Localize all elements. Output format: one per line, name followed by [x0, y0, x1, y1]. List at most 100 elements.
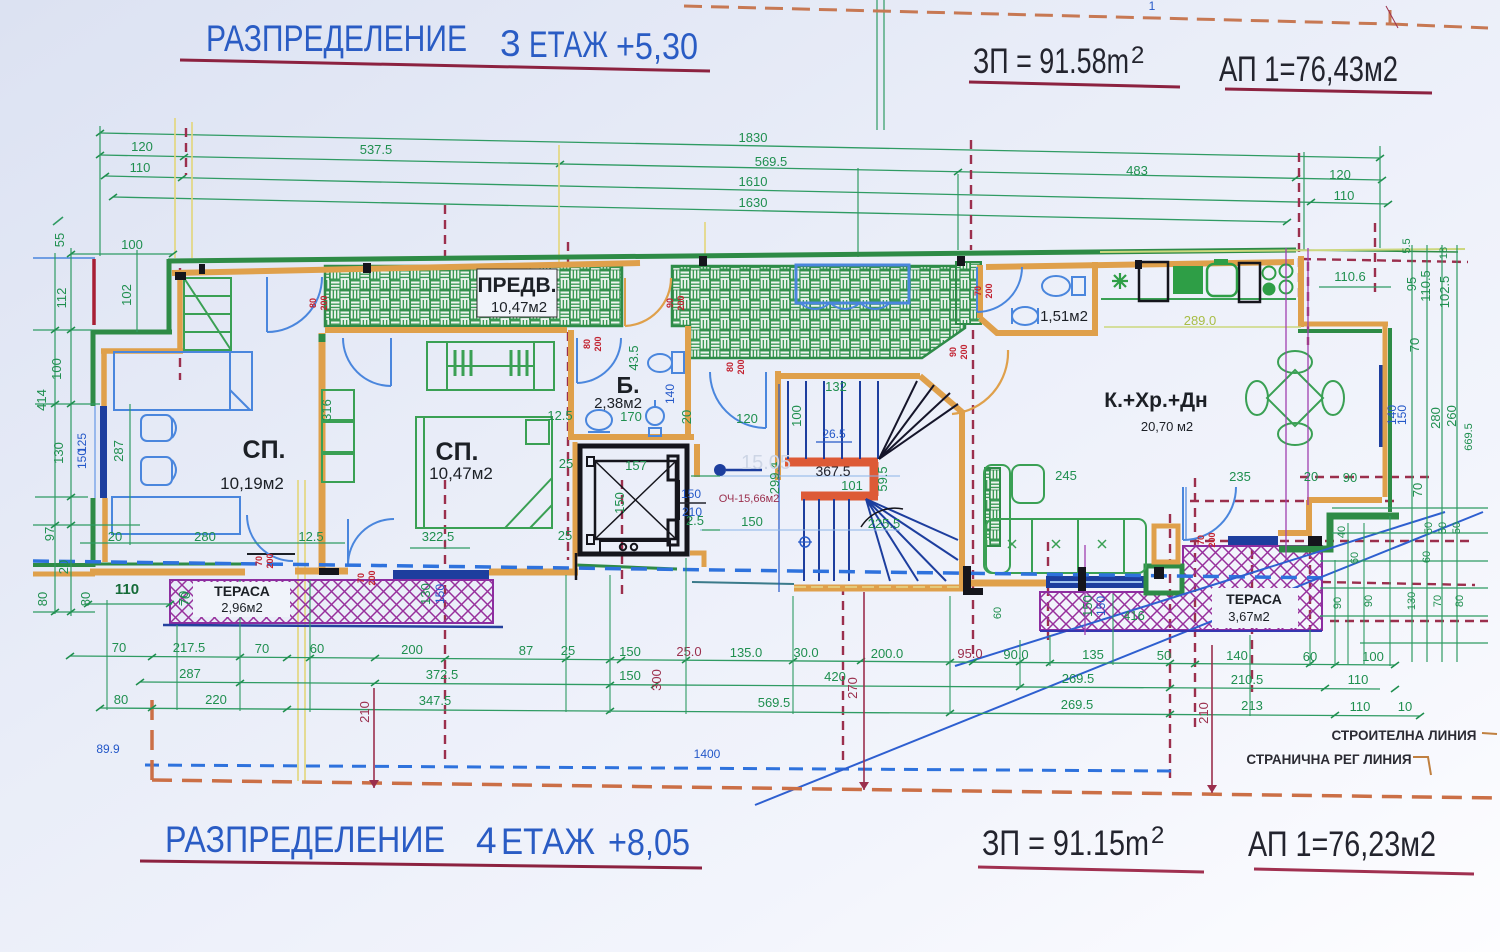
- svg-text:К.+Хр.+Дн: К.+Хр.+Дн: [1104, 389, 1208, 412]
- svg-text:367.5: 367.5: [815, 463, 850, 479]
- svg-text:+8,05: +8,05: [608, 822, 690, 863]
- svg-text:483: 483: [1126, 163, 1148, 178]
- svg-text:СТРОИТЕЛНА ЛИНИЯ: СТРОИТЕЛНА ЛИНИЯ: [1332, 728, 1477, 743]
- svg-text:217.5: 217.5: [173, 640, 206, 655]
- svg-text:213: 213: [1241, 698, 1263, 713]
- svg-text:80: 80: [308, 298, 318, 308]
- svg-text:1400: 1400: [694, 747, 721, 761]
- svg-text:70: 70: [356, 573, 366, 583]
- svg-text:РАЗПРЕДЕЛЕНИЕ: РАЗПРЕДЕЛЕНИЕ: [206, 18, 467, 59]
- svg-text:200.0: 200.0: [871, 646, 904, 661]
- svg-text:287: 287: [111, 440, 126, 462]
- svg-text:100: 100: [1362, 649, 1384, 664]
- svg-text:50: 50: [1437, 522, 1449, 534]
- svg-text:ОЧ-15,66м2: ОЧ-15,66м2: [719, 493, 780, 505]
- svg-text:12.5: 12.5: [547, 408, 572, 423]
- svg-text:25: 25: [558, 528, 572, 543]
- svg-text:30.0: 30.0: [793, 645, 818, 660]
- svg-text:200: 200: [736, 359, 746, 374]
- svg-text:140: 140: [1226, 648, 1248, 663]
- svg-text:15.05: 15.05: [741, 452, 791, 474]
- svg-text:200: 200: [1207, 532, 1217, 547]
- svg-text:1610: 1610: [739, 174, 768, 189]
- svg-text:150: 150: [741, 514, 763, 529]
- svg-text:80: 80: [78, 592, 93, 606]
- svg-text:80: 80: [725, 362, 735, 372]
- svg-text:20: 20: [1304, 469, 1318, 484]
- svg-text:5.5: 5.5: [1401, 238, 1413, 253]
- svg-text:90.0: 90.0: [1003, 647, 1028, 662]
- svg-text:70: 70: [255, 641, 269, 656]
- svg-text:200: 200: [984, 283, 994, 298]
- svg-text:АП 1=76,23м2: АП 1=76,23м2: [1248, 825, 1436, 864]
- svg-text:70: 70: [1407, 338, 1422, 352]
- svg-text:80: 80: [582, 339, 592, 349]
- svg-text:2: 2: [1151, 822, 1164, 849]
- svg-text:60: 60: [992, 607, 1004, 619]
- svg-text:269.5: 269.5: [1061, 697, 1094, 712]
- svg-text:569.5: 569.5: [755, 154, 788, 169]
- svg-text:90: 90: [948, 347, 958, 357]
- svg-text:416: 416: [1123, 608, 1145, 623]
- svg-text:569.5: 569.5: [758, 695, 791, 710]
- svg-text:50: 50: [1451, 522, 1463, 534]
- svg-text:150: 150: [619, 668, 641, 683]
- svg-text:95: 95: [1404, 277, 1419, 291]
- svg-text:70: 70: [1432, 595, 1444, 607]
- svg-text:25: 25: [559, 456, 573, 471]
- svg-text:130: 130: [51, 442, 66, 464]
- svg-text:СТРАНИЧНА РЕГ ЛИНИЯ: СТРАНИЧНА РЕГ ЛИНИЯ: [1246, 752, 1411, 767]
- svg-text:112: 112: [54, 288, 69, 309]
- svg-text:СП.: СП.: [243, 436, 286, 464]
- svg-text:102: 102: [119, 284, 134, 306]
- svg-text:90: 90: [1343, 470, 1357, 485]
- svg-text:372.5: 372.5: [426, 667, 459, 682]
- svg-text:50: 50: [1157, 648, 1171, 663]
- svg-text:132: 132: [825, 379, 847, 394]
- svg-text:150: 150: [1395, 405, 1409, 425]
- svg-text:235: 235: [1229, 469, 1251, 484]
- svg-text:140: 140: [1385, 405, 1399, 425]
- svg-text:300: 300: [649, 669, 664, 691]
- svg-text:90: 90: [1363, 595, 1375, 607]
- svg-text:420: 420: [824, 669, 846, 684]
- svg-text:200: 200: [319, 295, 329, 310]
- svg-text:3,67м2: 3,67м2: [1228, 609, 1269, 624]
- svg-text:59.5: 59.5: [875, 466, 890, 491]
- svg-text:26.5: 26.5: [822, 427, 846, 441]
- svg-text:150: 150: [681, 487, 701, 501]
- svg-text:414: 414: [34, 389, 49, 411]
- svg-text:110: 110: [130, 160, 151, 175]
- svg-text:20: 20: [108, 529, 122, 544]
- svg-text:Б.: Б.: [617, 372, 640, 398]
- svg-text:110.6: 110.6: [1334, 269, 1366, 284]
- svg-text:537.5: 537.5: [360, 142, 393, 157]
- svg-text:170: 170: [620, 409, 642, 424]
- svg-text:ТЕРАСА: ТЕРАСА: [1226, 591, 1282, 607]
- svg-text:210: 210: [357, 701, 372, 723]
- svg-text:120: 120: [1329, 167, 1351, 182]
- svg-text:50: 50: [1423, 522, 1435, 534]
- svg-text:40: 40: [1336, 526, 1348, 538]
- svg-text:322.5: 322.5: [422, 529, 455, 544]
- svg-text:316: 316: [319, 399, 334, 421]
- svg-text:100: 100: [121, 237, 143, 252]
- svg-text:10: 10: [1398, 699, 1412, 714]
- svg-text:245: 245: [1055, 468, 1077, 483]
- svg-text:669.5: 669.5: [1463, 423, 1475, 451]
- svg-text:70: 70: [1410, 483, 1425, 497]
- svg-text:280: 280: [1428, 407, 1443, 429]
- svg-text:АП 1=76,43м2: АП 1=76,43м2: [1219, 50, 1398, 89]
- svg-text:150: 150: [612, 492, 627, 514]
- svg-text:101: 101: [841, 478, 863, 493]
- svg-text:55: 55: [52, 233, 67, 247]
- svg-text:20,70 м2: 20,70 м2: [1141, 419, 1193, 434]
- svg-text:1,51м2: 1,51м2: [1040, 308, 1088, 325]
- svg-text:ТЕРАСА: ТЕРАСА: [214, 583, 270, 599]
- svg-text:2,38м2: 2,38м2: [594, 395, 642, 412]
- svg-text:200: 200: [959, 344, 969, 359]
- svg-text:1830: 1830: [739, 130, 768, 145]
- svg-text:70: 70: [176, 591, 191, 605]
- svg-text:280: 280: [194, 529, 216, 544]
- svg-text:2,96м2: 2,96м2: [221, 600, 262, 615]
